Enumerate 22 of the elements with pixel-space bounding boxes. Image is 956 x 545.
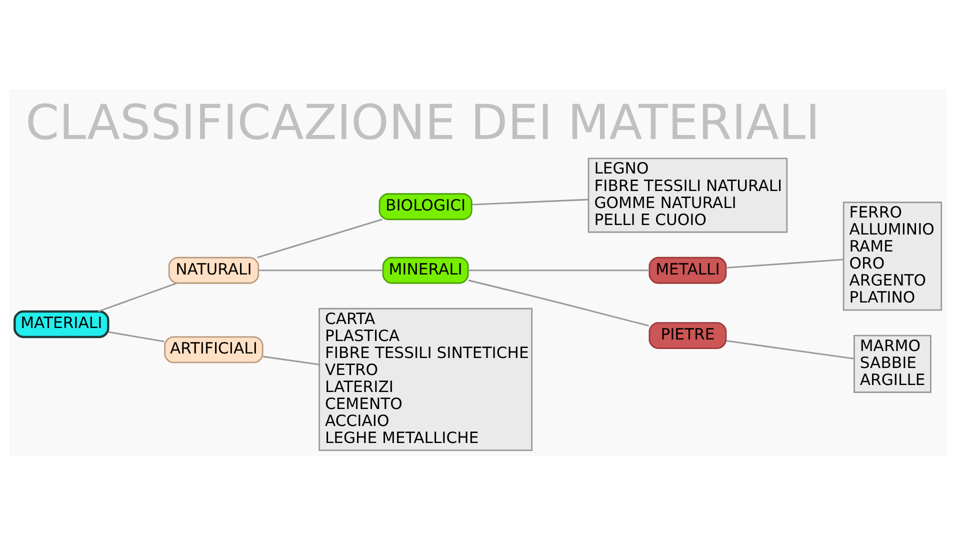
- node-box: MATERIALI: [14, 310, 110, 338]
- connector: [726, 340, 854, 360]
- node-box: FERRO ALLUMINIO RAME ORO ARGENTO PLATINO: [842, 202, 942, 311]
- connector: [108, 331, 164, 342]
- connector: [472, 198, 589, 206]
- diagram-title: CLASSIFICAZIONE DEI MATERIALI: [26, 94, 820, 151]
- node-box: CARTA PLASTICA FIBRE TESSILI SINTETICHE VETRO LATERIZI CEMENTO ACCIAIO LEGHE METALLICHE: [318, 308, 533, 452]
- node-box: MINERALI: [382, 256, 469, 284]
- node-box: ARTIFICIALI: [164, 336, 264, 364]
- node-box: MARMO SABBIE ARGILLE: [854, 334, 932, 393]
- connector: [726, 258, 844, 269]
- node-box: NATURALI: [168, 256, 260, 284]
- connector: [262, 356, 320, 366]
- node-box: BIOLOGICI: [378, 193, 472, 220]
- connector: [258, 270, 384, 272]
- connector: [98, 282, 177, 312]
- node-box: METALLI: [648, 256, 727, 284]
- node-box: LEGNO FIBRE TESSILI NATURALI GOMME NATURALI PELLI E CUOIO: [588, 158, 788, 233]
- connector: [257, 218, 382, 258]
- node-box: PIETRE: [648, 322, 727, 350]
- connector: [468, 280, 650, 327]
- connector: [468, 270, 650, 272]
